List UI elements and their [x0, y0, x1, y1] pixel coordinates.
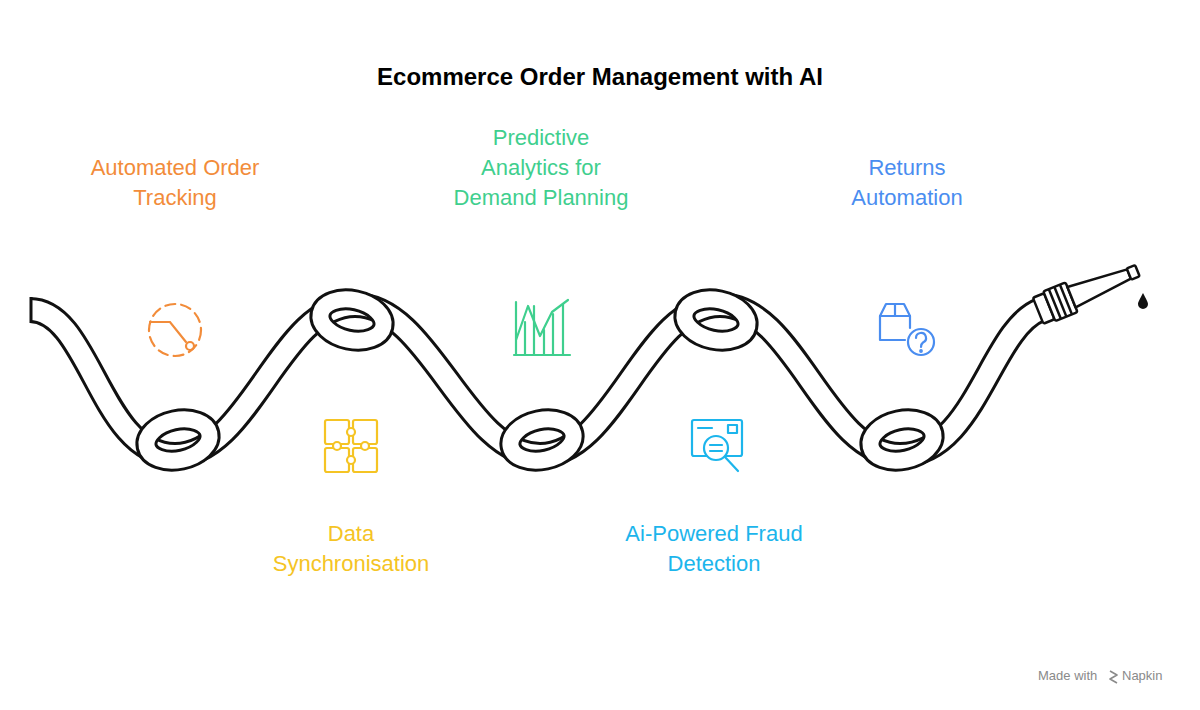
feature-label: Predictive Analytics for Demand Planning	[450, 123, 632, 213]
watermark-text: Made with	[1038, 667, 1097, 685]
feature-label: Data Synchronisation	[266, 519, 436, 579]
hose-knots	[143, 294, 938, 466]
water-drop	[1138, 293, 1148, 309]
analytics-icon	[514, 300, 570, 355]
hose-nozzle	[1032, 256, 1143, 326]
watermark-text: Napkin	[1122, 667, 1162, 685]
feature-label: Automated Order Tracking	[75, 153, 275, 213]
feature-label: Returns Automation	[832, 153, 982, 213]
returns-icon	[880, 304, 934, 355]
fraud-icon	[692, 420, 742, 471]
diagram-title: Ecommerce Order Management with AI	[0, 62, 1200, 92]
feature-label: Ai-Powered Fraud Detection	[614, 519, 814, 579]
tracking-icon	[149, 304, 201, 356]
puzzle-icon	[325, 420, 377, 472]
watermark-logo	[1110, 671, 1117, 683]
